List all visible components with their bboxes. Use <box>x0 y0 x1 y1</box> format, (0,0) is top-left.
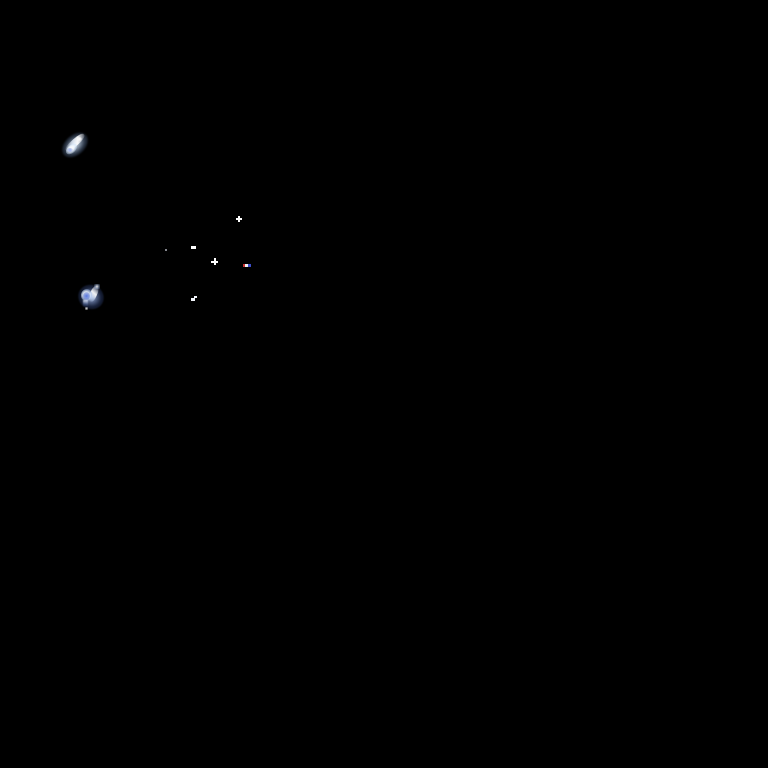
tick-segment-upper <box>194 296 197 298</box>
nebula-detached-knot <box>85 307 88 310</box>
object-point-source-cross-center <box>211 258 218 265</box>
nebula-core <box>78 287 95 303</box>
nebula-bright-tip <box>77 137 82 141</box>
nebula-blue-knot <box>67 148 73 152</box>
object-blue-knotted-nebula-lower <box>73 280 109 315</box>
object-point-source-cross-upper <box>236 216 242 222</box>
nebula-blue-knot <box>83 292 90 300</box>
nebula-lower-filament <box>83 300 88 307</box>
object-point-source-dot-left <box>165 249 167 251</box>
chroma-segment-red <box>243 264 245 267</box>
nebula-core <box>63 141 80 157</box>
nebula-tail <box>63 131 87 154</box>
chroma-segment-blue <box>248 264 251 267</box>
chroma-segment-white <box>245 264 248 267</box>
nebula-streak <box>87 285 100 303</box>
nebula-upper-spur <box>94 284 100 289</box>
nebula-halo <box>73 280 109 314</box>
object-bright-elongated-nebula-upper <box>57 127 93 165</box>
object-point-source-bar <box>191 246 196 249</box>
object-chromatic-speck <box>243 264 251 267</box>
nebula-halo <box>57 127 93 163</box>
object-point-source-tick-lower <box>191 296 199 303</box>
tick-segment-lower <box>191 298 195 301</box>
